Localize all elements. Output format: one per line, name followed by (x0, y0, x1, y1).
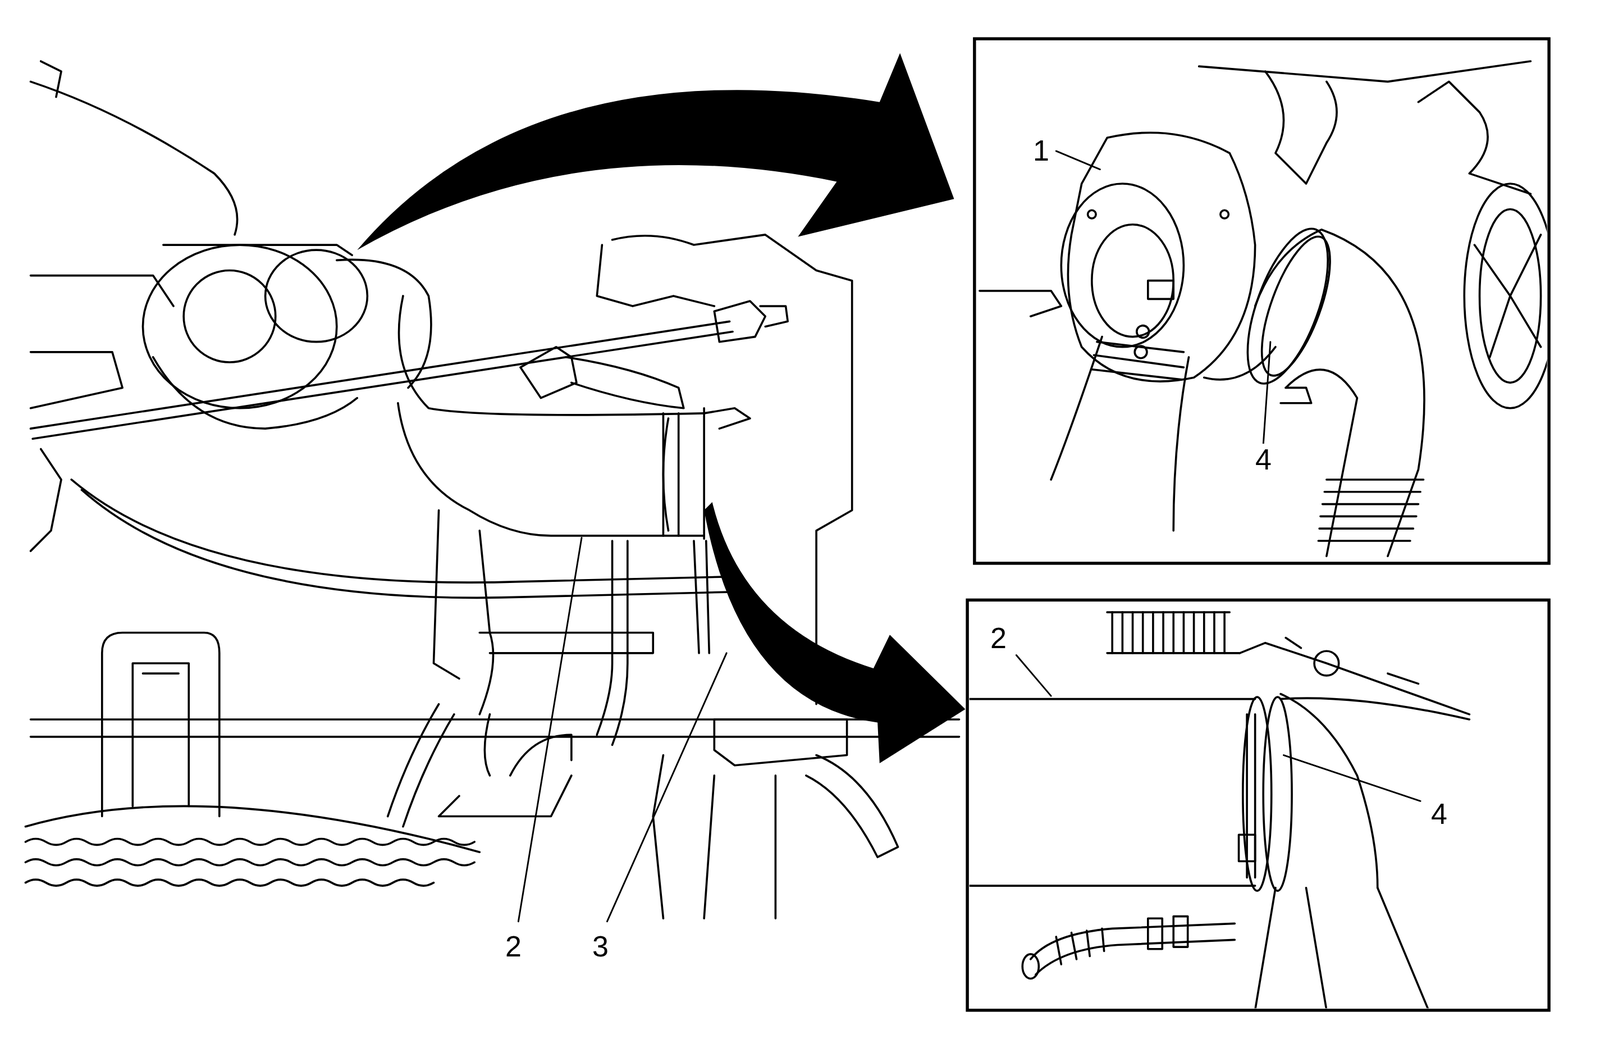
detail-inset-bottom-part-part (1173, 916, 1188, 948)
detail-inset-bottom-part-part (1239, 642, 1470, 715)
detail-inset-bottom-part-part (1239, 834, 1256, 861)
detail-inset-top-part-part (1280, 387, 1312, 403)
detail-inset-bottom-part (969, 611, 1470, 1008)
detail-inset-top-part-part (1136, 325, 1150, 338)
callout-number: 3 (588, 930, 612, 962)
view-arrow-part (357, 52, 954, 250)
main-view-part (30, 719, 960, 737)
main-view-part (663, 408, 704, 539)
detail-inset-top-part-part (1199, 61, 1531, 82)
detail-inset-bottom-part-part (1255, 887, 1429, 1008)
callout-number: 4 (1251, 443, 1275, 475)
main-view-part (25, 838, 475, 845)
main-view-part (606, 652, 727, 922)
main-view-part (663, 418, 669, 531)
detail-inset-bottom-part-part (1280, 693, 1378, 888)
main-view-part (81, 489, 735, 598)
detail-inset-bottom-part-part (1263, 696, 1292, 891)
main-view-part (714, 300, 766, 342)
detail-inset-bottom-part-part (1112, 611, 1225, 653)
main-view-part (30, 448, 62, 551)
main-view-part (806, 755, 899, 858)
detail-inset-top-part (979, 61, 1548, 556)
callout-number: 2 (986, 622, 1010, 654)
main-view-part (40, 61, 62, 98)
detail-inset-top-part-part (1088, 209, 1097, 219)
detail-inset-top-part-part (1418, 81, 1531, 194)
detail-inset-bottom-part-part (1022, 953, 1039, 979)
main-view-part (760, 305, 788, 327)
main-view-part (132, 663, 189, 806)
detail-inset-top-part-part (1091, 341, 1184, 380)
detail-inset-top-part (974, 38, 1549, 564)
callout-number: 4 (1427, 797, 1451, 830)
detail-inset-bottom-part-part (969, 697, 1256, 701)
detail-inset-top-part-part (1091, 224, 1174, 337)
detail-inset-bottom-part-part (1107, 611, 1240, 653)
main-view-part (520, 346, 577, 399)
main-view-part (518, 537, 582, 922)
main-view-part (479, 632, 653, 653)
detail-inset-bottom-part-part (969, 884, 1256, 887)
detail-inset-bottom-part-part (1246, 714, 1256, 878)
detail-inset-top-part-part (1050, 336, 1189, 531)
main-view-part (612, 540, 628, 745)
detail-inset-top-part-part (1464, 183, 1547, 409)
detail-inset-top-part-part (1231, 218, 1345, 393)
main-view-part (652, 755, 776, 919)
detail-inset-bottom-part-part (1283, 755, 1421, 802)
detail-inset-bottom-part-part (1016, 654, 1051, 696)
detail-inset-bottom-part-part (1056, 928, 1104, 964)
detail-inset-top-part-part (1474, 234, 1541, 358)
detail-inset-top-part-part (979, 290, 1062, 317)
callout-number: 1 (1029, 134, 1053, 167)
main-view-part (30, 81, 238, 235)
detail-inset-top (974, 38, 1557, 564)
detail-inset-top-part-part (1148, 280, 1174, 300)
main-view-part (704, 408, 751, 429)
detail-inset-top-part-part (1134, 345, 1147, 359)
main-view-part (71, 479, 735, 583)
detail-inset-bottom-part-part (1285, 637, 1419, 684)
main-view-part (398, 403, 704, 536)
detail-inset-top-part-part (1220, 209, 1229, 219)
detail-inset-top-part-part (1248, 228, 1345, 384)
detail-inset-top-part-part (1318, 479, 1424, 541)
detail-inset-top-part-part (1204, 346, 1276, 380)
main-view-part (399, 295, 705, 415)
main-view-part (25, 805, 480, 852)
detail-inset-top-part-part (1263, 341, 1271, 446)
main-view-part (439, 775, 572, 817)
detail-inset-top-part-part (1265, 71, 1337, 184)
detail-inset-bottom-part-part (1035, 939, 1235, 975)
main-view-part (30, 321, 734, 439)
main-view-part (102, 632, 220, 817)
main-view-part (714, 719, 847, 766)
detail-inset-top-part-part (1061, 183, 1184, 347)
detail-inset-bottom-part-part (1280, 697, 1470, 720)
main-view-part (596, 540, 612, 735)
main-view-part (484, 714, 571, 776)
view-arrow (357, 52, 966, 763)
detail-inset-bottom-part-part (1148, 917, 1163, 949)
main-view-part (25, 879, 434, 886)
main-view-part (30, 352, 123, 409)
main-view-part (693, 540, 710, 653)
main-view-part (387, 704, 455, 827)
detail-inset-bottom-part (967, 599, 1549, 1010)
detail-inset-top-part-part (1067, 132, 1255, 382)
main-view-part (566, 357, 684, 409)
callout-number: 2 (501, 930, 525, 962)
main-view-part (479, 530, 493, 715)
main-view-part (596, 244, 715, 306)
detail-inset-bottom-part-part (1314, 650, 1339, 676)
detail-inset-bottom (967, 599, 1549, 1010)
detail-inset-top-part-part (1056, 151, 1100, 170)
view-arrow-part (704, 501, 966, 763)
main-view-part (183, 270, 276, 363)
main-view-part (25, 858, 475, 866)
main-view-part (265, 249, 368, 342)
main-view-part (433, 509, 459, 679)
